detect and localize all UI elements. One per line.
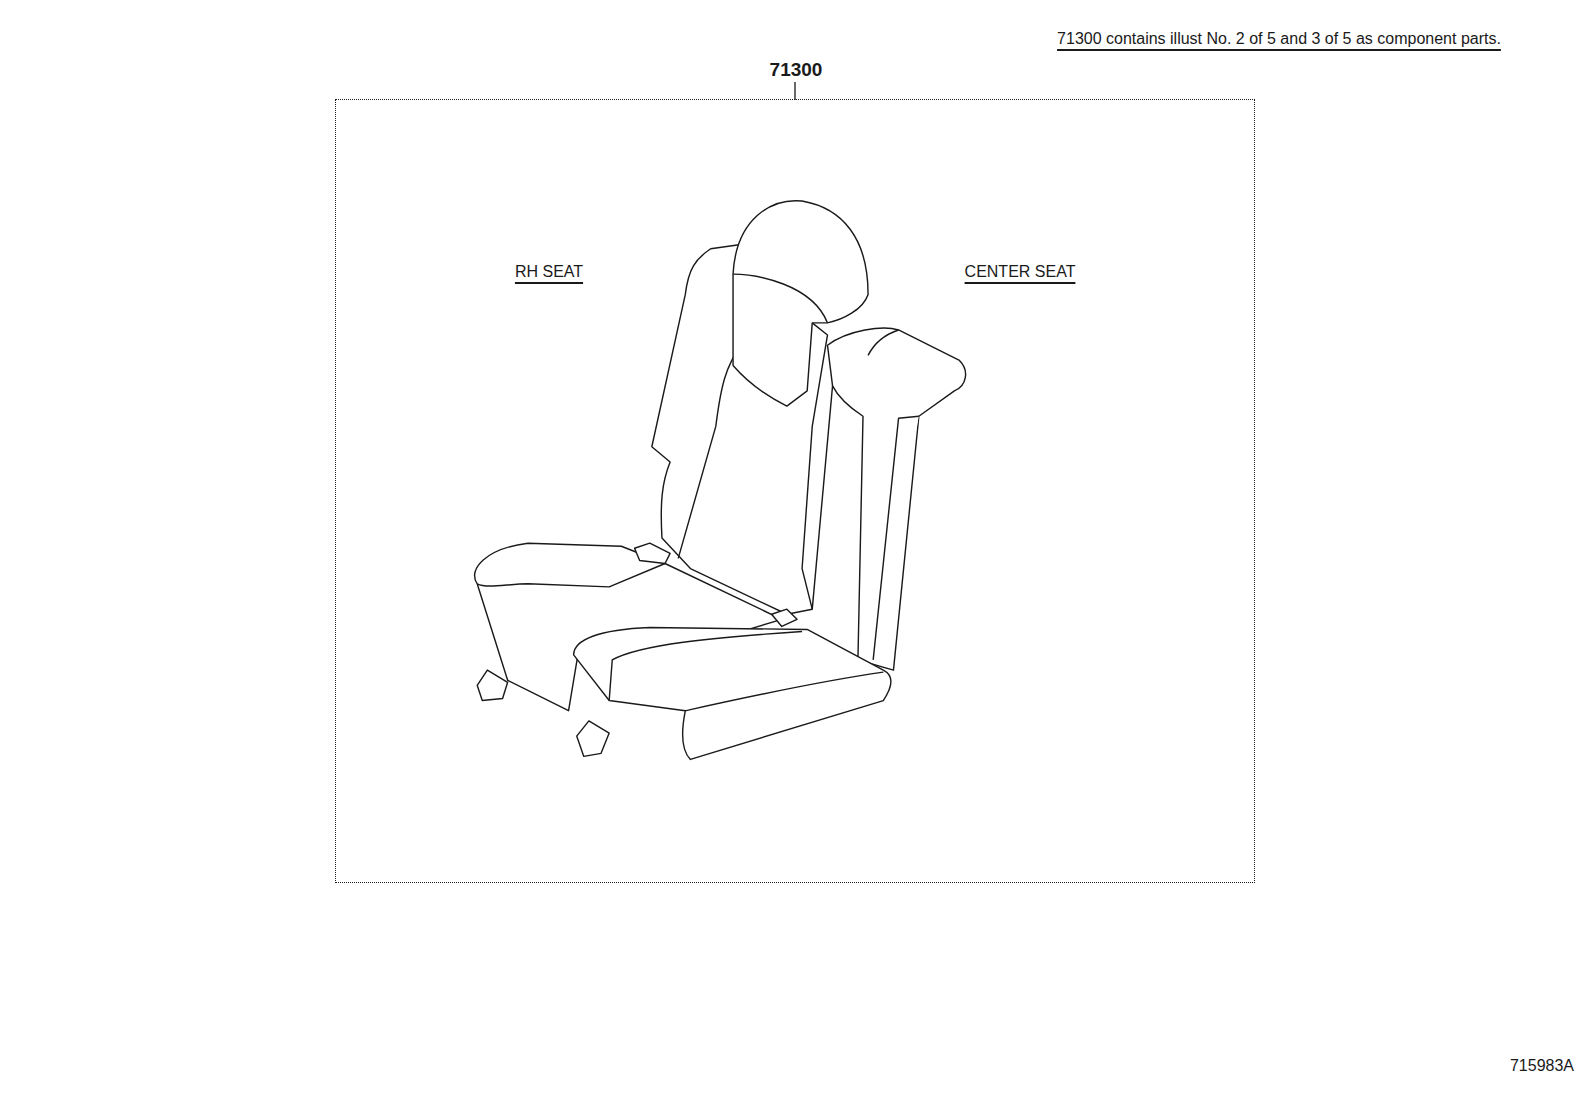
seat-label: RH SEAT xyxy=(515,263,583,281)
callout-number: 71300 xyxy=(770,60,823,81)
leader-line xyxy=(794,82,795,100)
note-text: 71300 contains illust No. 2 of 5 and 3 o… xyxy=(1057,30,1501,48)
illustration-frame: 71300 xyxy=(335,99,1255,883)
figure-number: 715983A xyxy=(1510,1057,1574,1075)
seat-drawing xyxy=(475,201,966,760)
seat-label: CENTER SEAT xyxy=(965,263,1076,281)
